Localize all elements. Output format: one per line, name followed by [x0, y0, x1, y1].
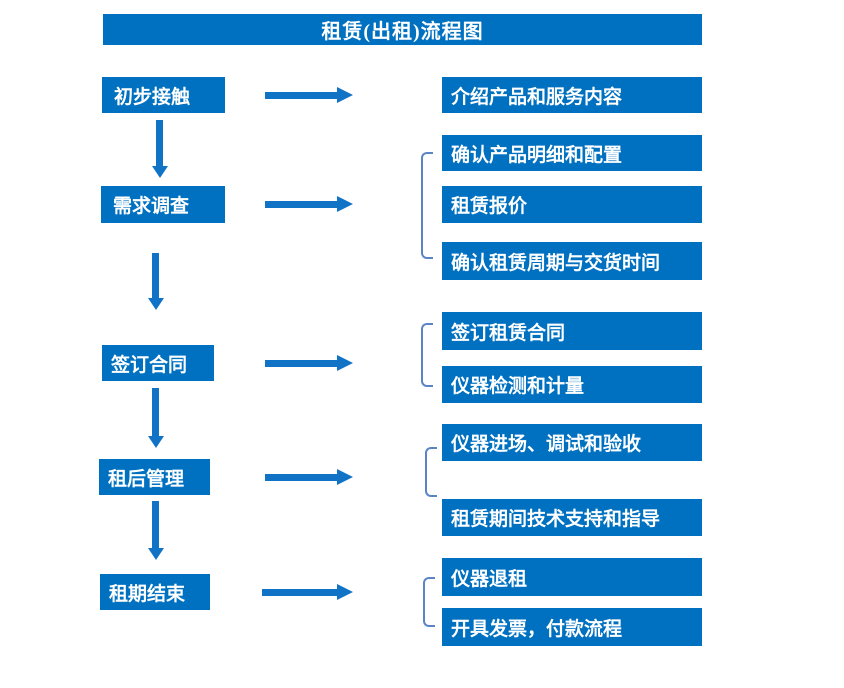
right-arrow-shaft-2 [265, 201, 337, 208]
step-box-initial-contact: 初步接触 [102, 77, 225, 113]
group-bracket-2 [421, 152, 433, 259]
right-arrow-shaft-4 [265, 474, 337, 481]
output-box-instrument-testing: 仪器检测和计量 [442, 366, 702, 403]
right-arrow-head-3 [337, 355, 353, 371]
right-arrow-head-2 [337, 196, 353, 212]
right-arrow-shaft-3 [265, 360, 337, 367]
output-box-intro-products: 介绍产品和服务内容 [442, 77, 702, 113]
down-arrow-shaft-4 [152, 501, 159, 548]
output-box-rental-quote: 租赁报价 [442, 186, 702, 223]
output-box-technical-support: 租赁期间技术支持和指导 [442, 499, 702, 536]
step-box-sign-contract: 签订合同 [102, 345, 214, 381]
step-box-post-rental-management: 租后管理 [99, 459, 210, 495]
step-box-rental-end: 租期结束 [100, 574, 210, 610]
output-box-confirm-details: 确认产品明细和配置 [442, 135, 702, 171]
output-box-instrument-return: 仪器退租 [442, 558, 702, 596]
down-arrow-head-2 [148, 298, 164, 310]
flowchart-title: 租赁(出租)流程图 [103, 14, 702, 45]
step-box-demand-survey: 需求调查 [101, 186, 225, 223]
right-arrow-head-5 [337, 584, 353, 600]
output-box-invoice-payment: 开具发票，付款流程 [442, 608, 702, 646]
group-bracket-3 [421, 323, 433, 387]
down-arrow-head-1 [152, 166, 168, 178]
right-arrow-shaft-1 [265, 92, 337, 99]
down-arrow-head-4 [148, 548, 164, 560]
output-box-sign-rental-contract: 签订租赁合同 [442, 312, 702, 350]
right-arrow-shaft-5 [262, 589, 337, 596]
down-arrow-head-3 [148, 436, 164, 448]
group-bracket-5 [423, 577, 435, 627]
down-arrow-shaft-2 [152, 253, 159, 298]
right-arrow-head-1 [337, 87, 353, 103]
down-arrow-shaft-1 [156, 120, 163, 166]
down-arrow-shaft-3 [152, 388, 159, 436]
output-box-confirm-period: 确认租赁周期与交货时间 [442, 242, 702, 280]
right-arrow-head-4 [337, 469, 353, 485]
output-box-instrument-setup: 仪器进场、调试和验收 [442, 424, 702, 461]
group-bracket-4 [425, 447, 437, 497]
